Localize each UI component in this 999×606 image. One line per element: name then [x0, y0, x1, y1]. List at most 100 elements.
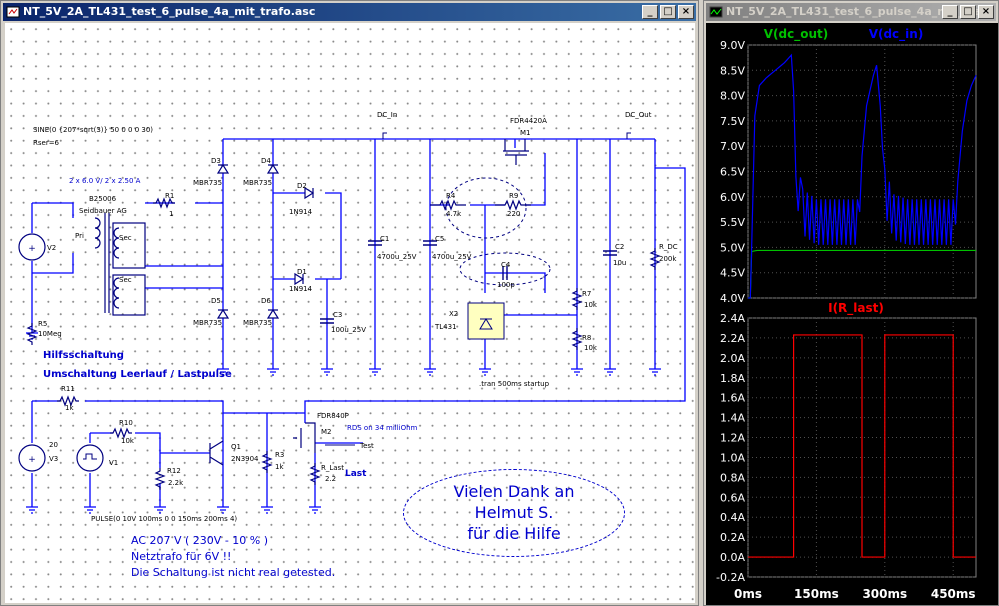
y-tick-label: 8.5V [720, 64, 745, 77]
resistor-r7[interactable] [571, 288, 583, 310]
mosfet-m2[interactable] [293, 422, 316, 453]
close-button[interactable]: × [678, 5, 694, 19]
resistor-r5[interactable] [26, 323, 38, 345]
label-c5: C5 [435, 235, 445, 243]
ground-symbols [26, 323, 661, 514]
value-d2: 1N914 [289, 208, 313, 216]
net-label-test: Test [360, 442, 374, 450]
transistor-q1[interactable] [209, 440, 224, 466]
label-r1: R1 [165, 192, 175, 200]
resistor-r4[interactable] [430, 199, 466, 211]
capacitor-c2[interactable] [603, 250, 617, 256]
y-tick-label: 4.0V [720, 292, 745, 305]
label-x2: X2 [449, 310, 459, 318]
source-v2[interactable] [18, 233, 46, 261]
label-d2: D2 [297, 182, 307, 190]
resistor-r1[interactable] [153, 197, 175, 209]
resistor-r8[interactable] [571, 328, 583, 350]
source-v3[interactable] [18, 444, 46, 472]
resistor-r-dc[interactable] [649, 248, 661, 270]
thanks-block: Vielen Dank an Helmut S. für die Hilfe [419, 481, 609, 544]
value-c5: 4700u_25V [432, 253, 472, 261]
resistor-r9[interactable] [495, 199, 531, 211]
note-line-3: Die Schaltung ist nicht real getested. [131, 566, 336, 579]
label-v2: V2 [47, 244, 57, 252]
capacitor-c3[interactable] [320, 318, 334, 324]
capacitor-c1[interactable] [368, 240, 382, 246]
label-m1: M1 [520, 129, 531, 137]
transformer[interactable] [94, 213, 146, 316]
close-button[interactable]: × [978, 5, 994, 19]
resistor-r10[interactable] [110, 427, 132, 439]
label-c3: C3 [333, 311, 343, 319]
tl431-block[interactable] [467, 302, 505, 340]
y-tick-label: 0.4A [720, 511, 745, 524]
capacitor-c5[interactable] [423, 240, 437, 246]
value-r4: 4.7k [446, 210, 462, 218]
label-r4: R4 [446, 192, 456, 200]
notes-block: AC 207 V ( 230V - 10 % ) Netztrafo für 6… [131, 533, 335, 581]
diode-d6[interactable] [266, 308, 280, 319]
y-tick-label: 6.0V [720, 191, 745, 204]
value-d5: MBR735 [193, 319, 223, 327]
y-tick-label: 4.5V [720, 267, 745, 280]
y-tick-label: 8.0V [720, 90, 745, 103]
tran-directive: .tran 500ms startup [479, 380, 550, 388]
y-tick-label: 0.8A [720, 471, 745, 484]
value-r1: 1 [169, 210, 174, 218]
value-m2: FDR840P [317, 412, 349, 420]
note-line-1: AC 207 V ( 230V - 10 % ) [131, 534, 269, 547]
value-r9: 220 [507, 210, 521, 218]
label-m2: M2 [321, 428, 332, 436]
label-c4: C4 [501, 261, 511, 269]
thanks-ellipse [403, 469, 625, 557]
net-flag-dc-out [626, 132, 631, 139]
minimize-button[interactable]: _ [942, 5, 958, 19]
resistor-r12[interactable] [154, 468, 166, 490]
y-tick-label: 0.2A [720, 531, 745, 544]
waveform-title-bar[interactable]: NT_5V_2A_TL431_test_6_pulse_4a_mit_trafo… [706, 3, 996, 21]
legend-label: V(dc_in) [869, 27, 924, 42]
schematic-canvas[interactable]: ++ [5, 23, 695, 603]
label-r3: R3 [275, 451, 285, 459]
schematic-title-bar[interactable]: NT_5V_2A_TL431_test_6_pulse_4a_mit_trafo… [3, 3, 696, 21]
y-tick-label: 1.2A [720, 432, 745, 445]
mosfet-m1[interactable] [503, 139, 529, 165]
rds-note: RDS on 34 milliOhm [347, 424, 418, 432]
minimize-button[interactable]: _ [642, 5, 658, 19]
value-r11: 1k [65, 404, 74, 412]
y-tick-label: 0.0A [720, 551, 745, 564]
y-tick-label: 0.6A [720, 491, 745, 504]
resistor-r11[interactable] [57, 395, 79, 407]
value-x2: TL431 [435, 323, 457, 331]
value-c2: 10u [613, 259, 627, 267]
value-r7: 10k [584, 301, 597, 309]
maximize-button[interactable]: □ [960, 5, 976, 19]
x-tick-label: 300ms [862, 587, 907, 601]
capacitor-c4[interactable] [502, 266, 508, 280]
diode-d5[interactable] [216, 308, 230, 319]
y-tick-label: 2.2A [720, 332, 745, 345]
thanks-line-1: Vielen Dank an [453, 482, 575, 501]
waveform-svg[interactable]: 9.0V8.5V8.0V7.5V7.0V6.5V6.0V5.5V5.0V4.5V… [706, 23, 998, 605]
value-r5: 10Meg [38, 330, 62, 338]
y-tick-label: 7.5V [720, 115, 745, 128]
label-d1: D1 [297, 268, 307, 276]
diode-d2[interactable] [304, 186, 315, 200]
diode-d3[interactable] [216, 163, 230, 174]
diode-d1[interactable] [294, 272, 305, 286]
waveform-title: NT_5V_2A_TL431_test_6_pulse_4a_mit_trafo [726, 5, 994, 18]
resistor-r3[interactable] [261, 451, 273, 473]
resistor-r-last[interactable] [309, 463, 321, 485]
value-r3: 1k [275, 463, 284, 471]
label-c1: C1 [380, 235, 390, 243]
highlight-ellipses [445, 177, 551, 286]
y-tick-label: 9.0V [720, 39, 745, 52]
maximize-button[interactable]: □ [660, 5, 676, 19]
thanks-line-2: Helmut S. [474, 503, 554, 522]
svg-text:+: + [28, 244, 36, 254]
diode-d4[interactable] [266, 163, 280, 174]
source-v1[interactable] [76, 444, 104, 472]
y-tick-label: 2.4A [720, 312, 745, 325]
